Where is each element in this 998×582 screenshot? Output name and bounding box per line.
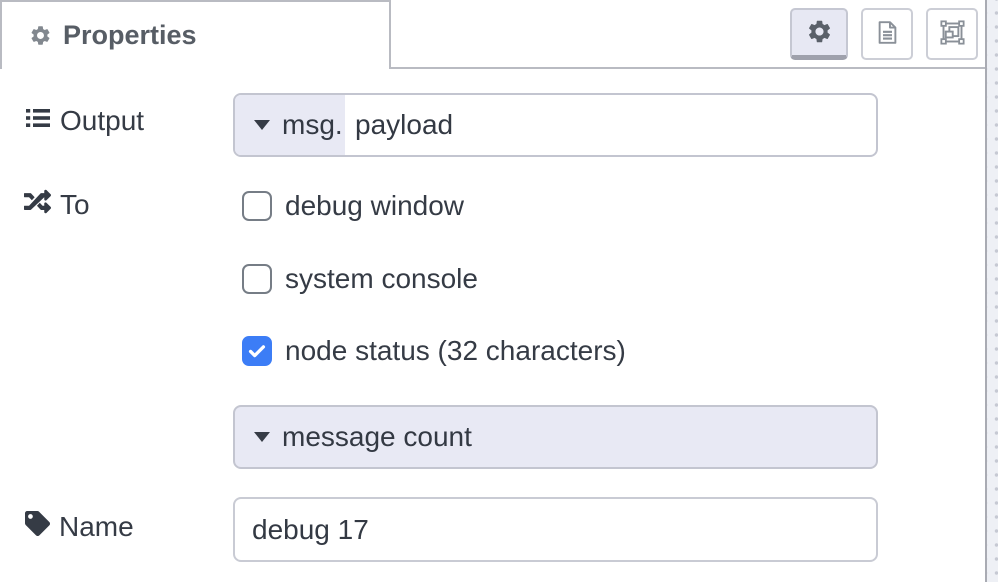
gear-icon xyxy=(806,18,833,48)
node-status-checkbox-label: node status (32 characters) xyxy=(285,335,626,366)
to-label: To xyxy=(24,188,90,222)
output-value-input[interactable] xyxy=(345,95,876,155)
tab-label: Properties xyxy=(63,20,197,50)
tab-underline xyxy=(391,67,985,69)
name-label: Name xyxy=(25,511,134,543)
name-input[interactable] xyxy=(233,497,878,562)
status-source-select[interactable]: message count xyxy=(233,405,878,469)
debug-window-checkbox-label: debug window xyxy=(285,190,465,221)
debug-window-checkbox[interactable] xyxy=(242,191,272,221)
output-type-select-button[interactable]: msg. xyxy=(235,95,345,155)
output-label-text: Output xyxy=(60,105,145,136)
tab-properties[interactable]: Properties xyxy=(0,0,391,69)
status-source-value: message count xyxy=(282,421,472,452)
gear-icon xyxy=(29,24,52,47)
appearance-tab-button[interactable] xyxy=(926,8,978,60)
document-icon xyxy=(874,19,901,49)
output-label: Output xyxy=(25,105,144,137)
appearance-icon xyxy=(939,19,966,49)
properties-tab-button[interactable] xyxy=(790,8,848,60)
node-status-checkbox[interactable] xyxy=(242,336,272,366)
chevron-down-icon xyxy=(254,120,270,130)
output-type-label: msg. xyxy=(282,109,343,140)
shuffle-icon xyxy=(24,188,52,222)
debug-window-checkbox-row[interactable]: debug window xyxy=(242,190,464,222)
chevron-down-icon xyxy=(254,432,270,442)
node-status-checkbox-row[interactable]: node status (32 characters) xyxy=(242,335,626,367)
edit-panel-toolbar xyxy=(790,8,978,60)
system-console-checkbox-row[interactable]: system console xyxy=(242,263,478,295)
system-console-checkbox[interactable] xyxy=(242,264,272,294)
name-label-text: Name xyxy=(59,511,134,542)
list-icon xyxy=(25,105,51,137)
output-typed-input: msg. xyxy=(233,93,878,157)
to-label-text: To xyxy=(60,189,90,220)
system-console-checkbox-label: system console xyxy=(285,263,478,294)
description-tab-button[interactable] xyxy=(861,8,913,60)
panel-resize-handle[interactable] xyxy=(985,0,998,582)
tag-icon xyxy=(25,511,50,543)
